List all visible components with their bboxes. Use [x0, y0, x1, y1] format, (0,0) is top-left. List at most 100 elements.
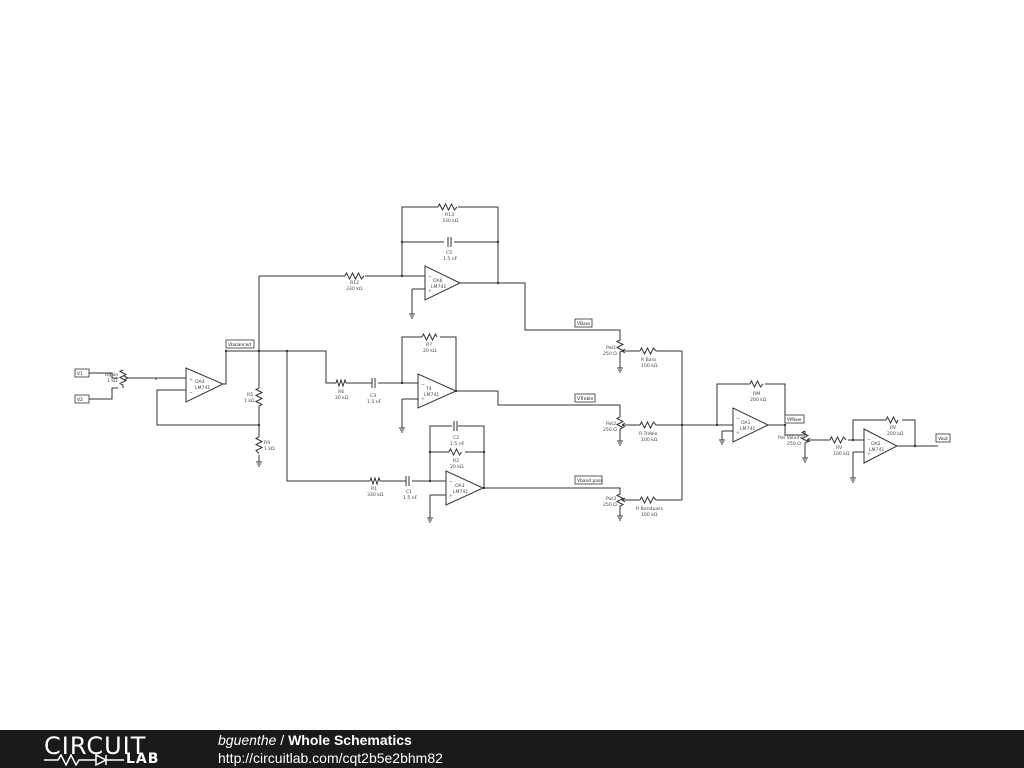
- r12-value: 330 kΩ: [346, 286, 363, 292]
- svg-text:+: +: [867, 451, 871, 457]
- resistor-rtreble: [639, 420, 657, 430]
- svg-text:+: +: [189, 377, 193, 383]
- schematic-diagram: +− −+ −+ −+ −+ −+ OA4 LM741 OA6 LM741 T4…: [74, 202, 951, 523]
- net-label-vbandpass: Vband pass: [574, 475, 603, 485]
- resistor-r5: [254, 387, 264, 407]
- resistor-rv2: [885, 415, 899, 425]
- ground-symbols: [256, 313, 856, 523]
- svg-text:−: −: [421, 383, 425, 388]
- svg-text:V1: V1: [77, 371, 83, 377]
- resistor-r1: [369, 476, 381, 486]
- opamp-oa2-name: OA2: [871, 441, 881, 447]
- resistor-r12: [344, 271, 365, 281]
- rtreble-name: R Treble: [639, 431, 658, 437]
- c5-name: C5: [446, 250, 452, 256]
- title-separator: /: [276, 732, 289, 748]
- potentiometer-rgain: [118, 369, 128, 388]
- net-label-vbass: VBass: [574, 318, 593, 328]
- net-labels: V1 V2 Vbalanced VBass VTreble Vband pass…: [74, 318, 951, 485]
- opamp-t4-part: LM741: [424, 392, 439, 398]
- opamp-oa4: [185, 367, 225, 403]
- r9-value: 1 kΩ: [264, 446, 275, 452]
- opamp-oa3: [445, 470, 485, 506]
- opamp-oa2: [863, 428, 899, 464]
- svg-text:Vbalanced: Vbalanced: [228, 342, 251, 348]
- pot1-value: 250 Ω: [603, 351, 617, 357]
- opamp-oa4-part: LM741: [195, 385, 210, 391]
- svg-text:Vband pass: Vband pass: [577, 478, 603, 484]
- schematic-title: Whole Schematics: [288, 732, 412, 748]
- potvolume-name: Pot Volume: [778, 435, 804, 441]
- potentiometer-pot2: [615, 416, 625, 432]
- logo-word-lab: LAB: [126, 751, 160, 767]
- net-label-v1: V1: [74, 368, 90, 378]
- opamp-oa1-part: LM741: [740, 426, 755, 432]
- resistor-r9: [254, 436, 264, 454]
- rbandpass-name: R Bandpass: [636, 506, 664, 512]
- svg-text:+: +: [421, 396, 425, 402]
- opamp-oa6: [424, 265, 462, 301]
- capacitor-c5: [447, 237, 452, 247]
- capacitor-c1: [405, 476, 410, 486]
- capacitor-symbols: [371, 237, 458, 486]
- svg-text:−: −: [189, 391, 193, 396]
- rv-value: 100 kΩ: [833, 451, 850, 457]
- opamp-labels: OA4 LM741 OA6 LM741 T4 LM741 OA3 LM741 O…: [195, 278, 884, 495]
- junction-dots: [224, 240, 917, 490]
- rm-value: 200 kΩ: [750, 397, 767, 403]
- opamp-oa3-name: OA3: [455, 483, 465, 489]
- pot2-value: 250 Ω: [603, 427, 617, 433]
- rbass-value: 100 kΩ: [641, 363, 658, 369]
- schematic-url[interactable]: http://circuitlab.com/cqt2b5e2bhm82: [218, 750, 443, 766]
- r1-name: R1: [371, 486, 377, 492]
- pot3-name: Pot3: [606, 496, 616, 502]
- svg-text:VMixer: VMixer: [787, 417, 802, 423]
- r7-name: R7: [426, 342, 432, 348]
- net-label-vbalanced: Vbalanced: [225, 339, 255, 349]
- opamp-oa2-part: LM741: [869, 447, 884, 453]
- potentiometer-pot3: [615, 493, 625, 510]
- resistor-diode-logo-icon: [44, 754, 124, 766]
- circuitlab-logo[interactable]: CIRCUIT LAB: [40, 732, 180, 767]
- resistor-rm: [749, 379, 764, 389]
- opamp-t4-name: T4: [425, 386, 432, 392]
- opamp-oa1: [732, 407, 770, 443]
- opamp-oa6-part: LM741: [431, 284, 446, 290]
- rm-name: RM: [753, 391, 760, 397]
- r6-name: R6: [338, 389, 344, 395]
- resistor-r13: [437, 202, 458, 212]
- c1-value: 1.5 nF: [403, 495, 418, 501]
- svg-text:V2: V2: [77, 397, 83, 403]
- svg-text:−: −: [449, 480, 453, 485]
- pot2-name: Pot2: [606, 421, 616, 427]
- opamp-oa1-name: OA1: [741, 420, 751, 426]
- pot3-value: 250 Ω: [603, 502, 617, 508]
- capacitor-c2: [453, 421, 458, 431]
- r5-name: R5: [247, 392, 253, 398]
- opamp-oa4-name: OA4: [195, 379, 205, 385]
- r2-value: 20 kΩ: [450, 464, 464, 470]
- r13-value: 330 kΩ: [442, 218, 459, 224]
- resistor-rbass: [639, 346, 657, 356]
- rv2-name: RV: [890, 425, 897, 431]
- potentiometer-pot1: [615, 339, 625, 356]
- net-label-vtreble: VTreble: [574, 393, 596, 403]
- r6-value: 20 kΩ: [335, 395, 349, 401]
- opamp-oa3-part: LM741: [453, 489, 468, 495]
- svg-text:Vout: Vout: [938, 436, 948, 442]
- r2-name: R2: [453, 458, 459, 464]
- svg-text:−: −: [736, 417, 740, 422]
- rgain-value: 1 kΩ: [107, 378, 118, 384]
- rbandpass-value: 100 kΩ: [641, 512, 658, 518]
- potvolume-value: 250 Ω: [787, 441, 801, 447]
- c2-value: 1.5 nF: [450, 441, 465, 447]
- svg-text:+: +: [428, 288, 432, 294]
- r7-value: 20 kΩ: [423, 348, 437, 354]
- rv2-value: 200 kΩ: [887, 431, 904, 437]
- resistor-symbols: [118, 202, 899, 510]
- resistor-r7: [421, 332, 438, 342]
- resistor-rv: [829, 435, 847, 445]
- rgain-name: Rgain: [105, 372, 118, 378]
- resistor-r6: [335, 378, 347, 388]
- author-name[interactable]: bguenthe: [218, 732, 277, 748]
